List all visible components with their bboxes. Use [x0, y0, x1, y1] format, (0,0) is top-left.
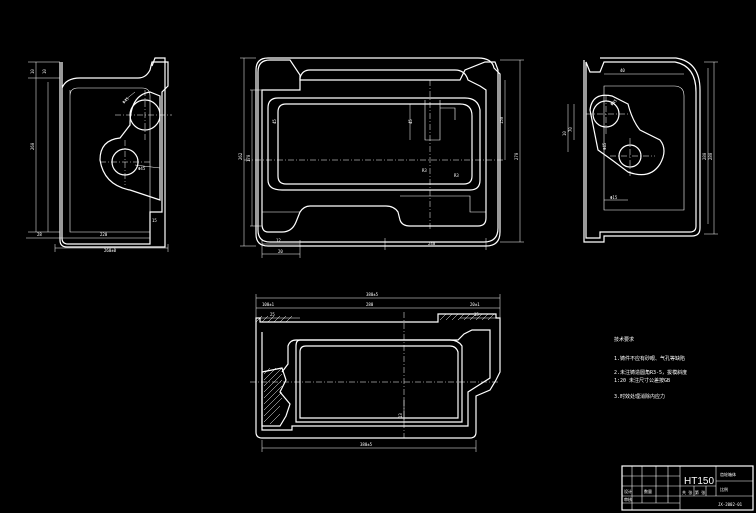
- section-dim-inner: 13: [398, 413, 403, 418]
- section-dim-right: 20±1: [470, 302, 480, 307]
- section-dim-middle: 280: [366, 302, 374, 307]
- section-dim-base: 380±5: [360, 442, 373, 447]
- right-dim-diameter-top: Φ45: [609, 98, 618, 107]
- notes-line-2a: 2.未注铸造圆角R3-5，拔模斜度: [614, 369, 687, 376]
- center-dim-bottom-right: 240: [428, 241, 436, 246]
- left-dim-height: 260: [30, 142, 35, 150]
- left-dim-width-inner: 220: [100, 232, 108, 237]
- title-check: 审核: [624, 496, 632, 502]
- center-dim-mid-left: 45: [272, 119, 277, 124]
- left-dim-width-total: 260±0: [104, 248, 117, 253]
- notes-line-1: 1.铸件不应有砂眼、气孔等缺陷: [614, 355, 685, 362]
- left-dim-diameter-bottom: Φ45: [138, 166, 146, 171]
- left-dim-top-gap: 10: [42, 69, 47, 74]
- center-dim-mid-right: 45: [408, 119, 413, 124]
- center-dim-bottom-left: 12: [276, 238, 281, 243]
- right-dim-top: 40: [620, 68, 625, 73]
- section-hatch: [255, 313, 495, 427]
- right-side-view: 40 10 70 280 280 Φ45 Φ45 Φ15: [562, 57, 718, 243]
- technical-notes: 技术要求 1.铸件不应有砂眼、气孔等缺陷 2.未注铸造圆角R3-5，拔模斜度 1…: [614, 336, 687, 400]
- section-dim-top-right: 15: [474, 312, 479, 317]
- title-material: HT150: [684, 476, 714, 487]
- top-view: 262 170 45 45 150 270 12 20 240 R3 R3: [238, 57, 524, 258]
- left-dim-bottom: 28: [37, 232, 42, 237]
- title-count: 数量: [644, 488, 652, 494]
- title-name: 齿轮箱体: [720, 471, 736, 477]
- notes-title: 技术要求: [614, 336, 634, 343]
- left-dim-diameter-top: Φ45: [121, 96, 130, 105]
- title-scale: 比例: [720, 486, 728, 492]
- section-dim-left: 100±1: [262, 302, 275, 307]
- center-dim-left-inner: 170: [246, 154, 251, 162]
- right-dim-left-a: 10: [562, 131, 567, 136]
- center-dim-bottom-left2: 20: [278, 249, 283, 254]
- left-dim-right-bottom: 15: [152, 218, 157, 223]
- section-view: 380±5 100±1 280 20±1 25 15 13 380±5: [250, 292, 501, 452]
- right-dim-diameter-bottom: Φ45: [602, 142, 607, 150]
- title-block: HT150 齿轮箱体 比例 共 张 第 张 JX-2002-01 设计 审核 数…: [621, 465, 754, 511]
- center-dim-left-height: 262: [238, 152, 243, 160]
- title-drawing-no: JX-2002-01: [718, 502, 743, 507]
- right-dim-right-height: 280: [702, 152, 707, 160]
- center-dim-inner-top: R3: [422, 168, 427, 173]
- center-dim-inner-label: R3: [454, 173, 459, 178]
- notes-line-3: 3.时效处理消除内应力: [614, 393, 665, 400]
- title-design: 设计: [624, 488, 632, 494]
- notes-line-2b: 1:20 未注尺寸公差按GB: [614, 377, 670, 384]
- right-dim-height: 280: [708, 152, 713, 160]
- center-dim-right-outer: 270: [514, 152, 519, 160]
- center-dim-right-inner: 150: [499, 116, 504, 124]
- left-side-view: 10 10 260 28 220 260±0 Φ45 Φ45 15: [26, 57, 172, 253]
- right-dim-bottom-label: Φ15: [610, 195, 618, 200]
- title-sheet: 共 张 第 张: [682, 489, 705, 495]
- section-dim-overall: 380±5: [366, 292, 379, 297]
- right-dim-left-b: 70: [568, 127, 573, 132]
- section-dim-top-left: 25: [270, 312, 275, 317]
- left-dim-top-small: 10: [30, 69, 35, 74]
